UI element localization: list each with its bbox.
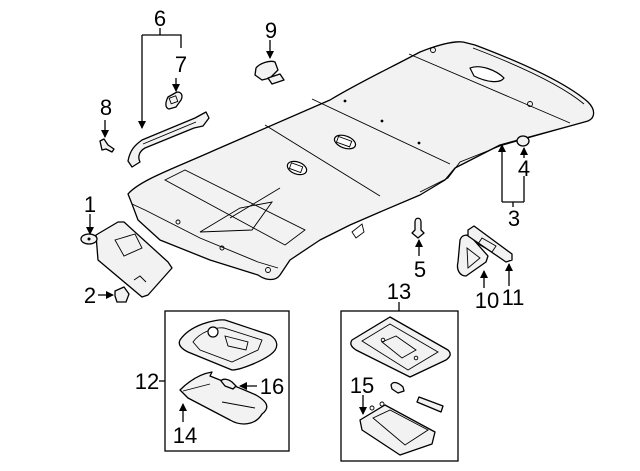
headliner-clip[interactable] — [516, 135, 530, 147]
callout-8[interactable]: 8 — [100, 95, 112, 120]
rear-lamp-housing[interactable] — [350, 316, 451, 378]
visor-clip[interactable] — [114, 286, 130, 303]
leader-lines — [86, 28, 528, 422]
callout-4[interactable]: 4 — [518, 156, 530, 181]
rear-lamp-lens-strip[interactable] — [416, 396, 444, 413]
callout-16[interactable]: 16 — [260, 374, 284, 399]
callout-labels: 6 7 8 9 1 2 3 4 5 10 11 12 13 14 15 16 — [84, 6, 530, 448]
grab-handle-cap[interactable] — [165, 91, 183, 110]
grab-handle-screw[interactable] — [99, 138, 115, 153]
rear-handle-bracket[interactable] — [467, 225, 513, 263]
coat-hook[interactable] — [254, 60, 285, 85]
callout-9[interactable]: 9 — [265, 18, 277, 43]
callout-2[interactable]: 2 — [84, 283, 96, 308]
callout-14[interactable]: 14 — [173, 423, 197, 448]
callout-12[interactable]: 12 — [135, 369, 159, 394]
headliner-panel[interactable] — [127, 41, 595, 281]
grab-handle[interactable] — [127, 111, 210, 168]
rear-lamp-lens[interactable] — [359, 401, 436, 456]
callout-5[interactable]: 5 — [414, 257, 426, 282]
push-pin[interactable] — [411, 217, 425, 239]
callout-1[interactable]: 1 — [84, 192, 96, 217]
callout-7[interactable]: 7 — [175, 52, 187, 77]
callout-6[interactable]: 6 — [154, 6, 166, 31]
front-lamp-housing[interactable] — [178, 319, 278, 371]
callout-15[interactable]: 15 — [350, 373, 374, 398]
sun-visor[interactable] — [80, 221, 173, 298]
callout-13[interactable]: 13 — [387, 279, 411, 304]
rear-grab-handle[interactable] — [456, 234, 489, 277]
rear-lamp-bulb[interactable] — [390, 381, 405, 394]
callout-10[interactable]: 10 — [475, 288, 499, 313]
front-lamp-bulb[interactable] — [220, 378, 237, 390]
callout-3[interactable]: 3 — [508, 206, 520, 231]
callout-11[interactable]: 11 — [502, 285, 525, 310]
front-lamp-lens[interactable] — [179, 371, 268, 425]
